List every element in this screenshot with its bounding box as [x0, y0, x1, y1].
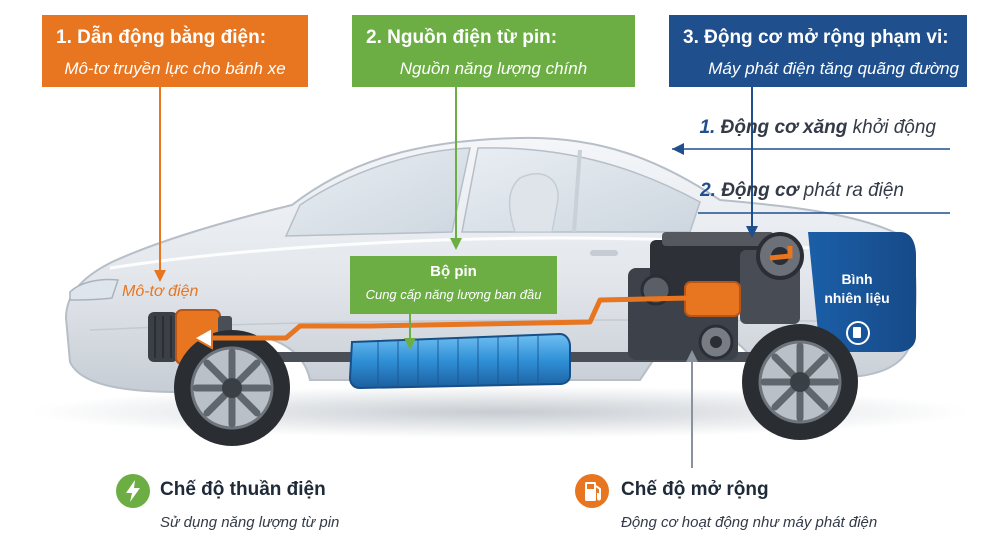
callout-range-extender-title: 3. Động cơ mở rộng phạm vi: [683, 27, 949, 48]
power-flow-engine-to-battery [369, 295, 691, 329]
callout-battery-power-title: 2. Nguồn điện từ pin: [366, 27, 558, 48]
battery-label-subtitle: Cung cấp năng lượng ban đầu [365, 287, 542, 302]
fuel-tank-label: Bình nhiên liệu [822, 270, 892, 308]
windshield [284, 147, 471, 237]
callout-range-extender-subtitle: Máy phát điện tăng quãng đường [708, 59, 959, 78]
callout-electric-drive: 1. Dẫn động bằng điện: Mô-tơ truyền lực … [42, 15, 308, 87]
power-flow-battery-to-motor [200, 323, 370, 341]
callout-electric-drive-subtitle: Mô-tơ truyền lực cho bánh xe [64, 59, 286, 78]
callout-range-extender: 3. Động cơ mở rộng phạm vi: Máy phát điệ… [669, 15, 967, 87]
motor-label: Mô-tơ điện [122, 283, 199, 300]
fuel-tank [808, 232, 916, 352]
callout-battery-power-subtitle: Nguồn năng lượng chính [399, 59, 588, 78]
step-rest: khởi động [852, 117, 936, 138]
callout-battery-power: 2. Nguồn điện từ pin: Nguồn năng lượng c… [352, 15, 635, 87]
front-wheel [174, 330, 290, 446]
step-engine-start: 1. Động cơ xăng khởi động [699, 117, 936, 139]
bolt-icon [116, 474, 150, 508]
seat [508, 173, 559, 233]
rear-wheel [742, 324, 858, 440]
step-bold: Động cơ xăng [720, 117, 848, 138]
fuel-tank-gauge-icon [846, 321, 870, 345]
arrow-into-motor [191, 326, 213, 350]
mode-electric-title: Chế độ thuần điện [160, 479, 326, 500]
battery-label-title: Bộ pin [430, 263, 477, 280]
mode-extended-subtitle: Động cơ hoạt động như máy phát điện [621, 514, 878, 531]
fuel-pump-icon [575, 474, 609, 508]
callout-electric-drive-title: 1. Dẫn động bằng điện: [56, 27, 267, 48]
fuel-tank-label-line2: nhiên liệu [824, 290, 890, 306]
step-number: 1. [699, 117, 716, 138]
step-engine-generate: 2. Động cơ phát ra điện [700, 180, 904, 202]
fuel-tank-label-line1: Bình [841, 271, 873, 287]
step-rest: phát ra điện [803, 180, 904, 201]
step-number: 2. [700, 180, 716, 201]
battery-pack [348, 332, 571, 390]
mode-extended-title: Chế độ mở rộng [621, 479, 769, 500]
step-bold: Động cơ [721, 180, 799, 201]
headlight [69, 278, 120, 301]
range-extender-engine [628, 232, 804, 360]
mode-electric-subtitle: Sử dụng năng lượng từ pin [160, 514, 340, 531]
battery-label: Bộ pin Cung cấp năng lượng ban đầu [350, 256, 557, 314]
